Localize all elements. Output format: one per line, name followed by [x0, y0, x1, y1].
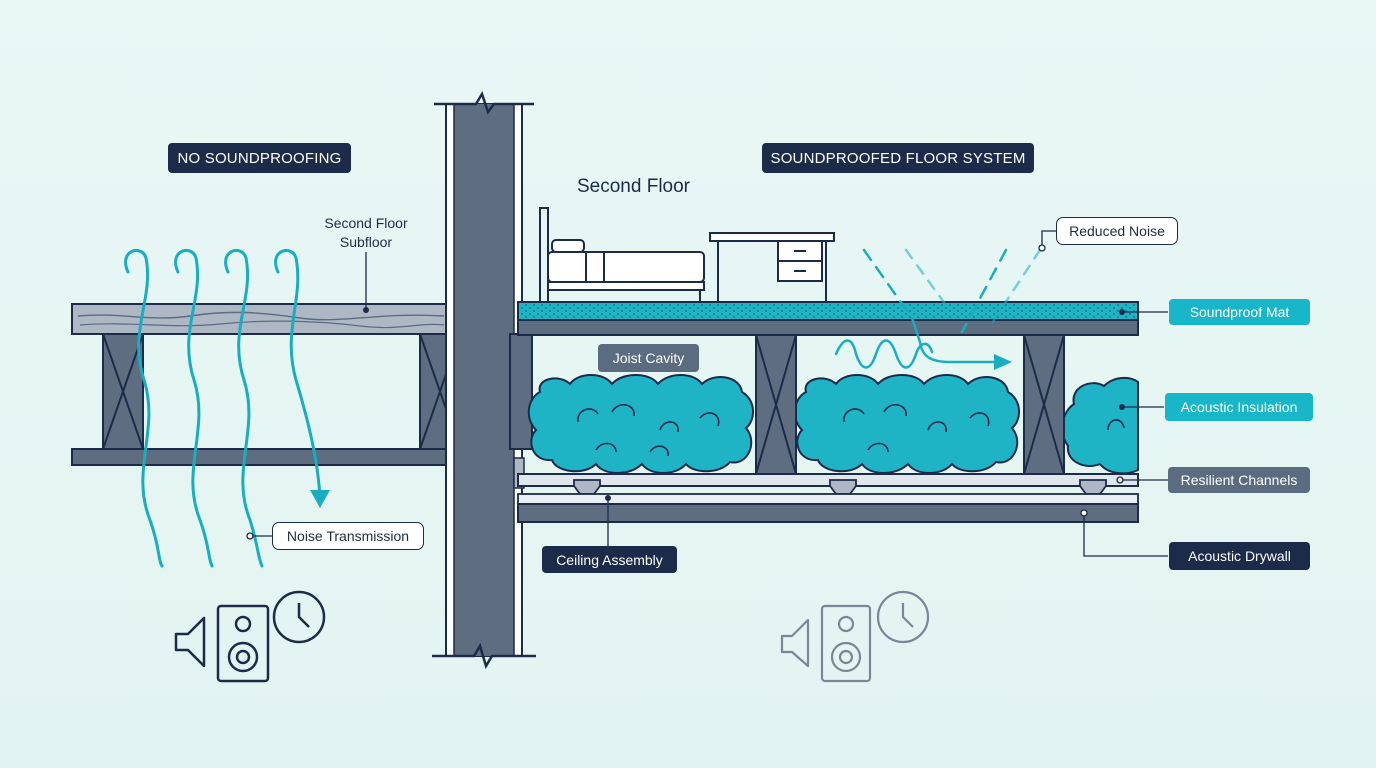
clock-icon [272, 590, 326, 644]
noise-wave [174, 248, 214, 568]
clock-icon [876, 590, 930, 644]
acoustic-insulation [527, 374, 1139, 475]
acoustic-drywall-label: Acoustic Drywall [1169, 542, 1310, 570]
bed-icon [539, 207, 705, 302]
noise-waves [124, 248, 322, 568]
insulation-batt [1061, 376, 1139, 475]
left-audio-icons [174, 590, 326, 683]
left-subfloor [71, 303, 451, 335]
right-audio-icons [780, 590, 930, 683]
soundproof-mat-label: Soundproof Mat [1169, 299, 1310, 325]
noise-transmission-label: Noise Transmission [272, 522, 424, 550]
subfloor-label-line1: Second Floor [324, 215, 408, 231]
noise-wave-arrow [274, 248, 322, 500]
second-floor-title: Second Floor [577, 176, 691, 197]
left-floor-assembly [71, 303, 461, 466]
subfloor-label-line2: Subfloor [339, 234, 393, 250]
acoustic-drywall [517, 503, 1139, 523]
reduced-noise-label: Reduced Noise [1056, 217, 1178, 245]
leader-dot [1080, 509, 1088, 517]
reduced-noise-waves [834, 248, 1042, 369]
column-bracket [509, 333, 533, 450]
insulation-batt [793, 374, 1020, 474]
resilient-channel [517, 473, 1139, 487]
wood-grain [77, 311, 445, 321]
blocking-cross [102, 333, 144, 450]
no-soundproofing-heading: NO SOUNDPROOFING [168, 143, 351, 173]
leader-dot [1119, 309, 1125, 315]
leader-dot [1116, 476, 1124, 484]
leader-dot [605, 495, 611, 501]
loudspeaker-box-icon [820, 604, 872, 683]
leader-dot [246, 532, 254, 540]
ceiling-layer [517, 493, 1139, 505]
second-floor-subfloor-label: Second Floor Subfloor [306, 214, 426, 252]
resilient-channels-label: Resilient Channels [1168, 467, 1310, 493]
wood-grain [79, 320, 445, 329]
right-joists [755, 334, 1065, 475]
leader-dot [1038, 244, 1046, 252]
leader-lines-left [250, 252, 367, 537]
right-subfloor [517, 319, 1139, 336]
noise-arrowhead [310, 490, 330, 508]
noise-wave [224, 248, 264, 568]
acoustic-insulation-label: Acoustic Insulation [1165, 393, 1313, 421]
speaker-icon [174, 616, 206, 668]
noise-wave [124, 248, 164, 568]
speaker-icon [780, 618, 810, 668]
insulation-batt [527, 374, 754, 474]
leader-lines-right [607, 230, 1168, 557]
leader-dot [1119, 404, 1125, 410]
desk-icon [709, 232, 835, 302]
loudspeaker-box-icon [216, 604, 270, 683]
soundproofed-system-heading: SOUNDPROOFED FLOOR SYSTEM [762, 143, 1034, 173]
leader-dot [363, 307, 369, 313]
insulation-fibers [577, 404, 1125, 457]
mat-texture [520, 304, 1136, 318]
joist-cavity-label: Joist Cavity [598, 344, 699, 372]
reduced-noise-arrowhead [994, 354, 1012, 370]
left-ceiling-plate [71, 448, 451, 466]
ceiling-assembly-label: Ceiling Assembly [542, 546, 677, 573]
